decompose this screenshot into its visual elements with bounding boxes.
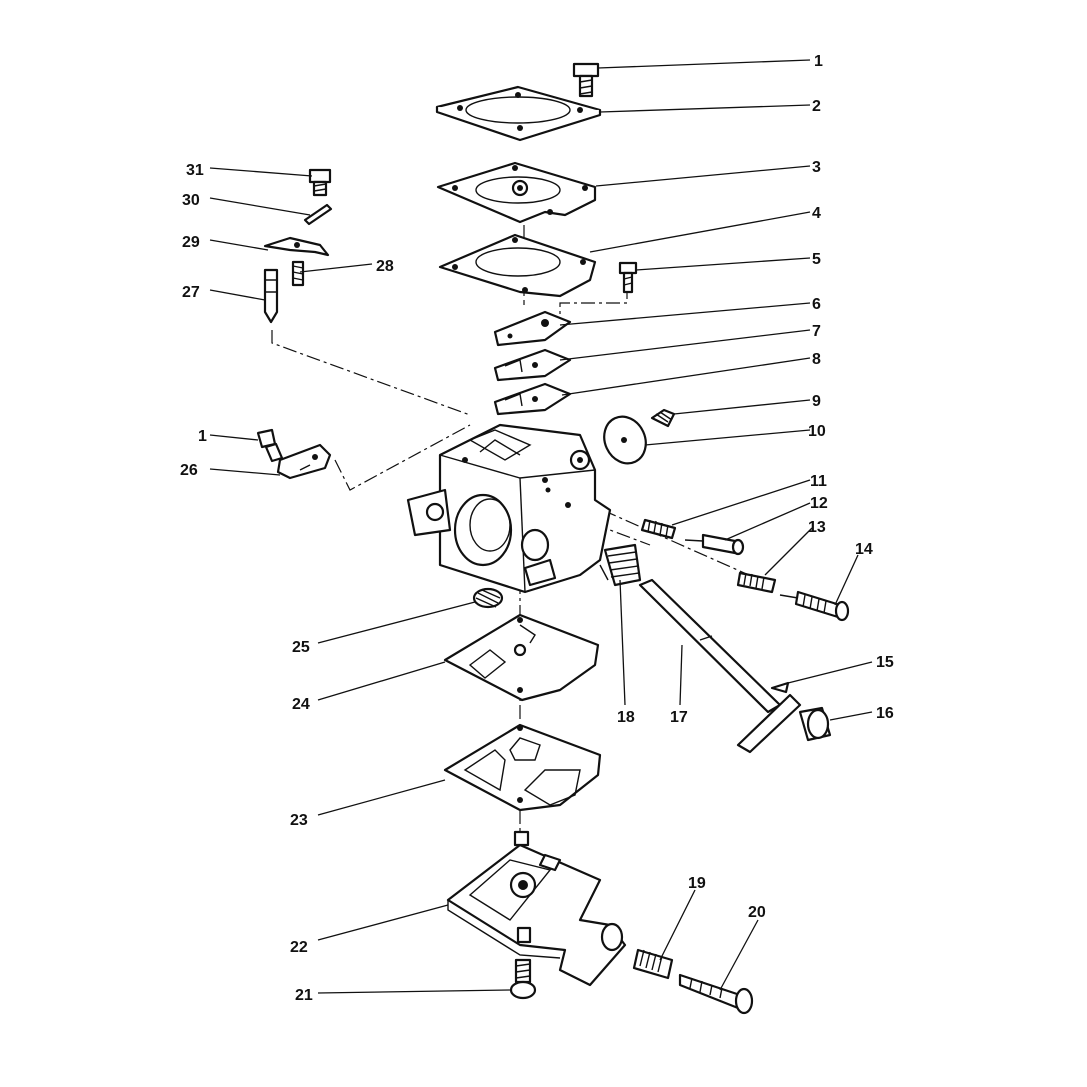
callout-11: 11 xyxy=(810,473,827,490)
callout-25: 25 xyxy=(292,639,310,656)
callout-7: 7 xyxy=(812,323,821,340)
callout-24: 24 xyxy=(292,696,310,713)
part-5-screw xyxy=(618,261,638,294)
part-21-screw xyxy=(509,958,537,1000)
part-30-pin xyxy=(303,203,333,226)
callout-3: 3 xyxy=(812,159,821,176)
callout-30: 30 xyxy=(182,192,200,209)
carburetor-body xyxy=(406,423,612,594)
part-18-throttle-spring xyxy=(599,543,642,587)
callout-12: 12 xyxy=(810,495,828,512)
part-28-spring xyxy=(291,260,305,287)
part-27-inlet-needle xyxy=(263,268,279,324)
part-9-fuel-screen xyxy=(650,408,676,428)
callout-1-lower: 1 xyxy=(198,428,207,445)
part-31-screw xyxy=(308,168,332,197)
part-6-lever-plate xyxy=(493,310,572,347)
callout-15: 15 xyxy=(876,654,894,671)
callout-27: 27 xyxy=(182,284,200,301)
part-11-spring xyxy=(640,518,677,540)
callout-16: 16 xyxy=(876,705,894,722)
callout-22: 22 xyxy=(290,939,308,956)
callout-1-top: 1 xyxy=(814,53,823,70)
callout-6: 6 xyxy=(812,296,821,313)
callout-29: 29 xyxy=(182,234,200,251)
callout-10: 10 xyxy=(808,423,826,440)
part-7-lever xyxy=(493,348,572,382)
part-29-control-lever xyxy=(263,236,330,257)
part-12-needle xyxy=(684,533,745,556)
part-10-disk xyxy=(603,415,647,465)
callout-2: 2 xyxy=(812,98,821,115)
callout-28: 28 xyxy=(376,258,394,275)
callout-20: 20 xyxy=(748,904,766,921)
part-25-screen xyxy=(472,587,504,609)
callout-5: 5 xyxy=(812,251,821,268)
callout-21: 21 xyxy=(295,987,313,1004)
part-20-screw xyxy=(678,973,754,1015)
part-3-diaphragm xyxy=(436,161,597,224)
callout-labels: 1 2 3 4 5 6 7 8 9 10 11 12 13 14 15 16 1… xyxy=(180,53,894,1004)
part-22-metering-cover xyxy=(446,830,627,987)
callout-4: 4 xyxy=(812,205,821,222)
callout-14: 14 xyxy=(855,541,873,558)
callout-19: 19 xyxy=(688,875,706,892)
callout-26: 26 xyxy=(180,462,198,479)
part-16-nut xyxy=(798,706,832,742)
part-4-gasket xyxy=(438,233,597,298)
part-1-screw-lower xyxy=(256,428,284,463)
part-14-needle xyxy=(779,590,850,622)
callout-18: 18 xyxy=(617,709,635,726)
callout-9: 9 xyxy=(812,393,821,410)
part-13-spring xyxy=(736,571,777,594)
callout-17: 17 xyxy=(670,709,688,726)
part-24-diaphragm xyxy=(443,613,600,702)
callout-23: 23 xyxy=(290,812,308,829)
part-15-clip xyxy=(770,681,790,694)
part-2-cover xyxy=(435,85,602,142)
callout-8: 8 xyxy=(812,351,821,368)
part-17-throttle-shaft xyxy=(638,578,802,754)
part-8-lever-gasket xyxy=(493,382,572,416)
callout-13: 13 xyxy=(808,519,826,536)
part-1-screw-top xyxy=(572,62,600,98)
part-23-gasket xyxy=(443,723,602,812)
leader-lines xyxy=(209,59,873,994)
callout-31: 31 xyxy=(186,162,204,179)
part-19-spring xyxy=(632,948,674,980)
part-26-link xyxy=(276,443,332,480)
